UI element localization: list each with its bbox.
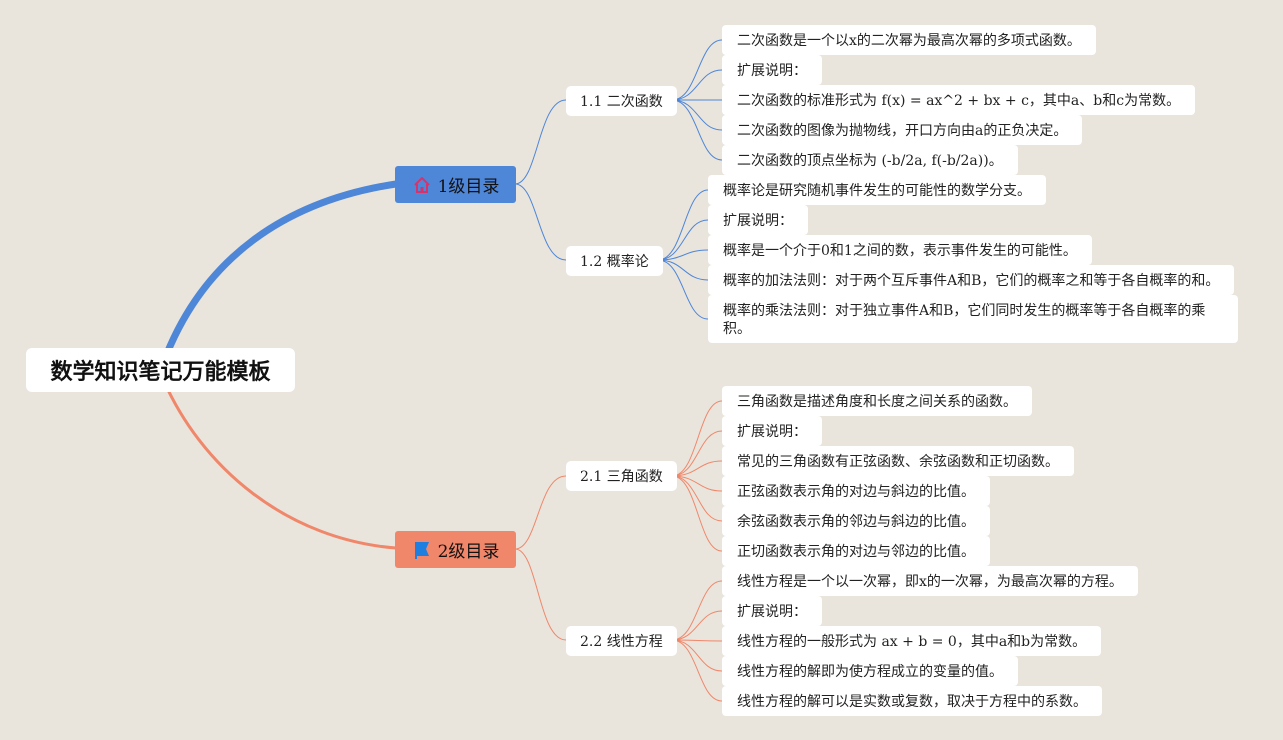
topic-2-2[interactable]: 2.2 线性方程	[566, 626, 677, 656]
leaf-text: 扩展说明：	[737, 424, 807, 440]
leaf-node[interactable]: 扩展说明：	[708, 205, 808, 235]
branch-2-label: 2级目录	[437, 542, 500, 562]
connector-branch-1-child-2	[514, 183, 567, 261]
leaf-text: 线性方程的解即为使方程成立的变量的值。	[737, 664, 1003, 680]
branch-1-label: 1级目录	[437, 177, 500, 197]
leaf-text: 二次函数是一个以x的二次幂为最高次幂的多项式函数。	[737, 33, 1081, 49]
leaf-node[interactable]: 线性方程的解可以是实数或复数，取决于方程中的系数。	[722, 686, 1102, 716]
connectors-2-1-leaves	[671, 400, 723, 552]
topic-2-1[interactable]: 2.1 三角函数	[566, 461, 677, 491]
leaf-node[interactable]: 概率的乘法法则：对于独立事件A和B，它们同时发生的概率等于各自概率的乘积。	[708, 295, 1238, 343]
topic-label: 1.2 概率论	[580, 254, 649, 270]
leaf-text: 概率论是研究随机事件发生的可能性的数学分支。	[723, 183, 1031, 199]
flag-icon	[412, 540, 432, 560]
leaf-text: 线性方程的一般形式为 ax + b = 0，其中a和b为常数。	[737, 634, 1087, 650]
leaf-text: 正弦函数表示角的对边与斜边的比值。	[737, 484, 975, 500]
leaf-node[interactable]: 线性方程的解即为使方程成立的变量的值。	[722, 656, 1018, 686]
leaf-text: 扩展说明：	[723, 213, 793, 229]
topic-1-2[interactable]: 1.2 概率论	[566, 246, 663, 276]
connector-branch-1-child-1	[514, 99, 567, 185]
leaf-node[interactable]: 线性方程是一个以一次幂，即x的一次幂，为最高次幂的方程。	[722, 566, 1138, 596]
leaf-node[interactable]: 概率是一个介于0和1之间的数，表示事件发生的可能性。	[708, 235, 1092, 265]
house-icon	[412, 175, 432, 195]
branch-2-topic[interactable]: 2级目录	[395, 531, 516, 568]
connector-root-branch-1	[156, 180, 400, 376]
connectors-1-1-leaves	[671, 39, 723, 161]
leaf-node[interactable]: 正切函数表示角的对边与邻边的比值。	[722, 536, 990, 566]
root-topic[interactable]: 数学知识笔记万能模板	[26, 348, 295, 392]
leaf-text: 扩展说明：	[737, 63, 807, 79]
leaf-text: 扩展说明：	[737, 604, 807, 620]
leaf-node[interactable]: 二次函数的图像为抛物线，开口方向由a的正负决定。	[722, 115, 1083, 145]
leaf-node[interactable]: 概率论是研究随机事件发生的可能性的数学分支。	[708, 175, 1046, 205]
leaf-node[interactable]: 正弦函数表示角的对边与斜边的比值。	[722, 476, 990, 506]
leaf-node[interactable]: 二次函数是一个以x的二次幂为最高次幂的多项式函数。	[722, 25, 1096, 55]
topic-1-1[interactable]: 1.1 二次函数	[566, 86, 677, 116]
topic-label: 1.1 二次函数	[580, 94, 663, 110]
leaf-text: 概率是一个介于0和1之间的数，表示事件发生的可能性。	[723, 243, 1077, 259]
connectors-2-2-leaves	[671, 580, 723, 702]
leaf-node[interactable]: 余弦函数表示角的邻边与斜边的比值。	[722, 506, 990, 536]
leaf-node[interactable]: 二次函数的顶点坐标为 (-b/2a, f(-b/2a))。	[722, 145, 1018, 175]
topic-label: 2.2 线性方程	[580, 634, 663, 650]
connector-root-branch-2	[158, 370, 398, 550]
leaf-node[interactable]: 扩展说明：	[722, 55, 822, 85]
leaf-text: 二次函数的顶点坐标为 (-b/2a, f(-b/2a))。	[737, 153, 1003, 169]
connector-branch-2-child-1	[514, 475, 567, 550]
connectors-1-2-leaves	[657, 189, 709, 320]
leaf-node[interactable]: 扩展说明：	[722, 416, 822, 446]
leaf-node[interactable]: 扩展说明：	[722, 596, 822, 626]
topic-label: 2.1 三角函数	[580, 469, 663, 485]
leaf-text: 常见的三角函数有正弦函数、余弦函数和正切函数。	[737, 454, 1059, 470]
leaf-text: 线性方程是一个以一次幂，即x的一次幂，为最高次幂的方程。	[737, 574, 1123, 590]
leaf-text: 正切函数表示角的对边与邻边的比值。	[737, 544, 975, 560]
leaf-text: 线性方程的解可以是实数或复数，取决于方程中的系数。	[737, 694, 1087, 710]
leaf-text: 余弦函数表示角的邻边与斜边的比值。	[737, 514, 975, 530]
leaf-node[interactable]: 常见的三角函数有正弦函数、余弦函数和正切函数。	[722, 446, 1074, 476]
branch-1-topic[interactable]: 1级目录	[395, 166, 516, 203]
leaf-text: 概率的乘法法则：对于独立事件A和B，它们同时发生的概率等于各自概率的乘积。	[723, 303, 1206, 337]
leaf-text: 二次函数的图像为抛物线，开口方向由a的正负决定。	[737, 123, 1068, 139]
leaf-text: 三角函数是描述角度和长度之间关系的函数。	[737, 394, 1017, 410]
leaf-text: 概率的加法法则：对于两个互斥事件A和B，它们的概率之和等于各自概率的和。	[723, 273, 1220, 289]
root-title: 数学知识笔记万能模板	[50, 360, 271, 385]
leaf-node[interactable]: 线性方程的一般形式为 ax + b = 0，其中a和b为常数。	[722, 626, 1102, 656]
leaf-node[interactable]: 概率的加法法则：对于两个互斥事件A和B，它们的概率之和等于各自概率的和。	[708, 265, 1235, 295]
connector-branch-2-child-2	[514, 548, 567, 641]
leaf-text: 二次函数的标准形式为 f(x) = ax^2 + bx + c，其中a、b和c为…	[737, 93, 1181, 109]
leaf-node[interactable]: 二次函数的标准形式为 f(x) = ax^2 + bx + c，其中a、b和c为…	[722, 85, 1196, 115]
leaf-node[interactable]: 三角函数是描述角度和长度之间关系的函数。	[722, 386, 1032, 416]
